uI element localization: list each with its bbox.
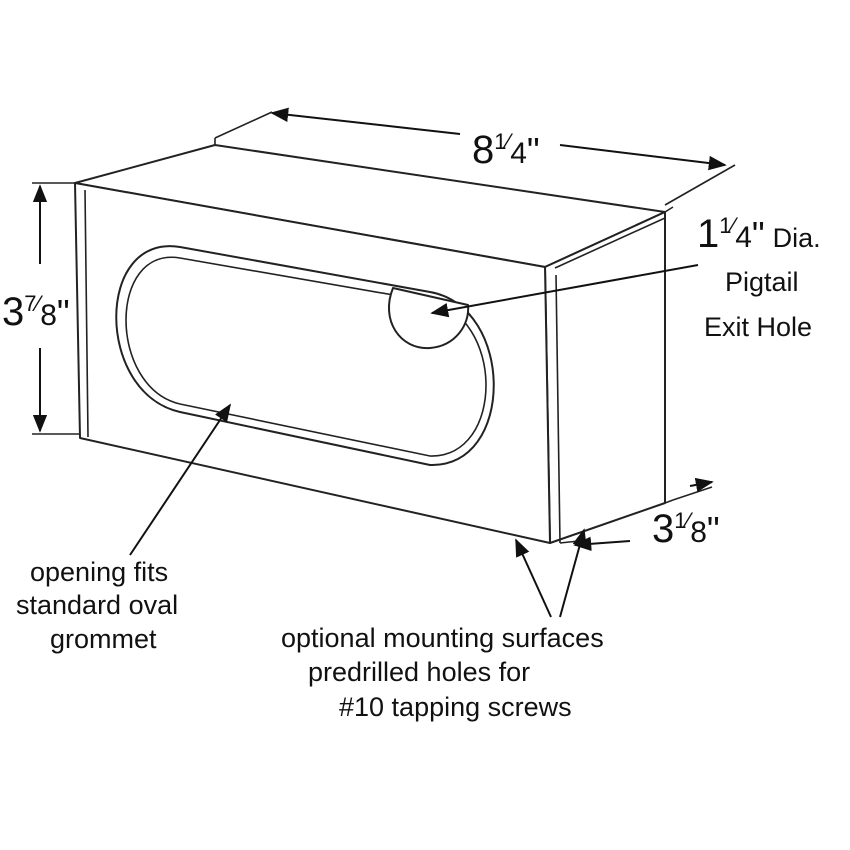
width-label: 81⁄4" [472,128,540,172]
depth-label: 31⁄8" [652,507,720,551]
opening-callout-line-2: standard oval [16,590,178,620]
front-right-inner-edge [555,274,561,544]
oval-opening-inner-rim [125,256,487,457]
mounting-leader-arrow-right [559,528,587,618]
mounting-callout-line-3: #10 tapping screws [339,692,572,722]
box-right-face [544,211,666,544]
height-dimension: 37⁄8" [2,182,80,435]
front-left-inner-edge [84,189,89,438]
opening-callout-line-3: grommet [50,624,157,654]
depth-arrow-right [689,477,714,492]
hole-callout: 11⁄4"Dia. Pigtail Exit Hole [430,212,821,342]
opening-leader-arrow [129,403,231,556]
height-label: 37⁄8" [2,290,70,334]
opening-callout-line-1: opening fits [30,557,168,587]
width-arrow-right [559,144,727,171]
hole-circle [388,287,470,350]
bottom-right-lip [664,499,674,504]
width-dimension: 81⁄4" [214,107,736,206]
hole-callout-line-2: Exit Hole [704,312,812,342]
hole-leader-arrow [430,264,699,318]
top-right-lip [664,206,674,213]
hole-callout-line-1: Pigtail [725,267,799,297]
mounting-callout-line-1: optional mounting surfaces [281,623,604,653]
width-arrow-left [270,107,461,135]
depth-arrow-left [573,536,631,552]
mounting-leader-arrow-left [515,538,552,618]
mounting-callout: optional mounting surfaces predrilled ho… [281,528,604,722]
hole-dimension-label: 11⁄4"Dia. [697,212,821,256]
top-inner-edge [554,217,666,269]
opening-callout: opening fits standard oval grommet [16,403,231,654]
mounting-callout-line-2: predrilled holes for [308,657,530,687]
pigtail-exit-hole [388,287,470,350]
